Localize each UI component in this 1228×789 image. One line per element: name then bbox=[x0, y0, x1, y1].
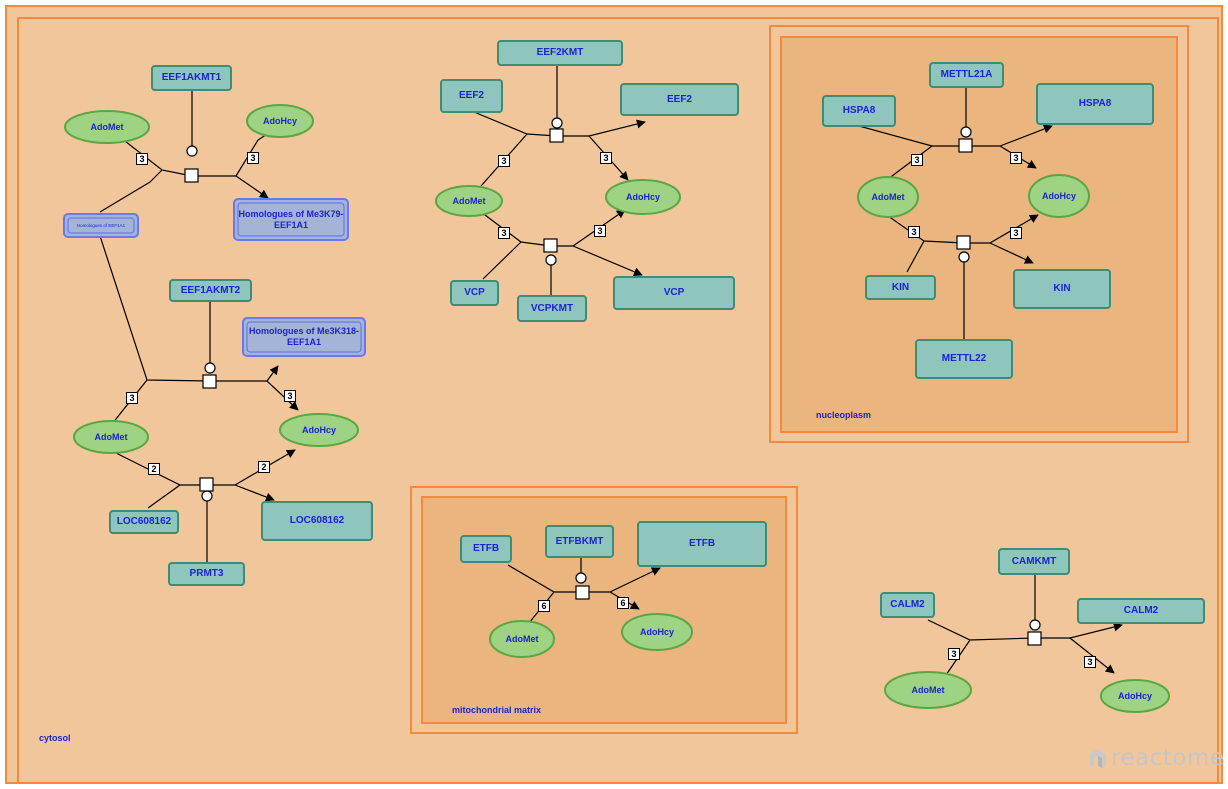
chemical-adohcy-6[interactable] bbox=[1100, 679, 1170, 713]
chemical-adohcy-2[interactable] bbox=[279, 413, 359, 447]
chemical-adomet-3[interactable] bbox=[435, 185, 503, 217]
catalysis-circle bbox=[575, 572, 587, 584]
chemical-adohcy-1[interactable] bbox=[246, 104, 314, 138]
protein-eef2-out[interactable] bbox=[620, 83, 739, 116]
protein-etfbkmt[interactable] bbox=[545, 525, 614, 558]
catalysis-circle bbox=[204, 362, 216, 374]
chemical-adomet-1[interactable] bbox=[64, 110, 150, 144]
reaction-node[interactable] bbox=[549, 128, 564, 143]
chemical-adomet-6[interactable] bbox=[884, 671, 972, 709]
reaction-node[interactable] bbox=[202, 374, 217, 389]
reaction-node[interactable] bbox=[958, 138, 973, 153]
complex-homologues-eef1a1[interactable] bbox=[63, 213, 139, 238]
protein-etfb-in[interactable] bbox=[460, 535, 512, 563]
protein-eef2kmt[interactable] bbox=[497, 40, 623, 66]
protein-mettl21a[interactable] bbox=[929, 62, 1004, 88]
protein-hspa8-in[interactable] bbox=[822, 95, 896, 127]
reaction-node[interactable] bbox=[543, 238, 558, 253]
protein-kin-out[interactable] bbox=[1013, 269, 1111, 309]
chemical-adohcy-4[interactable] bbox=[1028, 174, 1090, 218]
protein-hspa8-out[interactable] bbox=[1036, 83, 1154, 125]
catalysis-circle bbox=[551, 117, 563, 129]
protein-camkmt[interactable] bbox=[998, 548, 1070, 575]
chemical-adohcy-5[interactable] bbox=[621, 613, 693, 651]
complex-me3k79-inner bbox=[237, 202, 345, 237]
reaction-node[interactable] bbox=[956, 235, 971, 250]
protein-calm2-in[interactable] bbox=[880, 592, 935, 618]
protein-eef1akmt1[interactable] bbox=[151, 65, 232, 91]
protein-prmt3[interactable] bbox=[168, 562, 245, 586]
chemical-adomet-4[interactable] bbox=[857, 176, 919, 218]
reaction-node[interactable] bbox=[575, 585, 590, 600]
chemical-adomet-5[interactable] bbox=[489, 620, 555, 658]
protein-vcp-out[interactable] bbox=[613, 276, 735, 310]
proteins bbox=[109, 40, 1205, 624]
complexes bbox=[63, 198, 366, 357]
reaction-nodes bbox=[184, 117, 1042, 646]
reaction-node[interactable] bbox=[1027, 631, 1042, 646]
protein-vcpkmt[interactable] bbox=[517, 295, 587, 322]
protein-loc608162-out[interactable] bbox=[261, 501, 373, 541]
protein-kin-in[interactable] bbox=[865, 275, 936, 300]
protein-loc608162-in[interactable] bbox=[109, 510, 179, 534]
complex-me3k318-inner bbox=[246, 321, 362, 353]
chemicals bbox=[64, 104, 1170, 713]
catalysis-circle bbox=[186, 145, 198, 157]
catalysis-circle bbox=[958, 251, 970, 263]
cytosol-inner-border bbox=[17, 17, 1219, 784]
protein-etfb-out[interactable] bbox=[637, 521, 767, 567]
chemical-adohcy-3[interactable] bbox=[605, 179, 681, 215]
complex-me3k318[interactable] bbox=[242, 317, 366, 357]
chemical-adomet-2[interactable] bbox=[73, 420, 149, 454]
catalysis-circle bbox=[1029, 619, 1041, 631]
complex-me3k79[interactable] bbox=[233, 198, 349, 241]
reaction-node[interactable] bbox=[199, 477, 214, 492]
reaction-node[interactable] bbox=[184, 168, 199, 183]
catalysis-circle bbox=[545, 254, 557, 266]
catalysis-circle bbox=[201, 490, 213, 502]
protein-calm2-out[interactable] bbox=[1077, 598, 1205, 624]
protein-vcp-in[interactable] bbox=[450, 280, 499, 306]
protein-mettl22[interactable] bbox=[915, 339, 1013, 379]
catalysis-circle bbox=[960, 126, 972, 138]
protein-eef1akmt2[interactable] bbox=[169, 279, 252, 302]
protein-eef2-in[interactable] bbox=[440, 79, 503, 113]
complex-homologues-eef1a1-inner bbox=[67, 217, 135, 234]
